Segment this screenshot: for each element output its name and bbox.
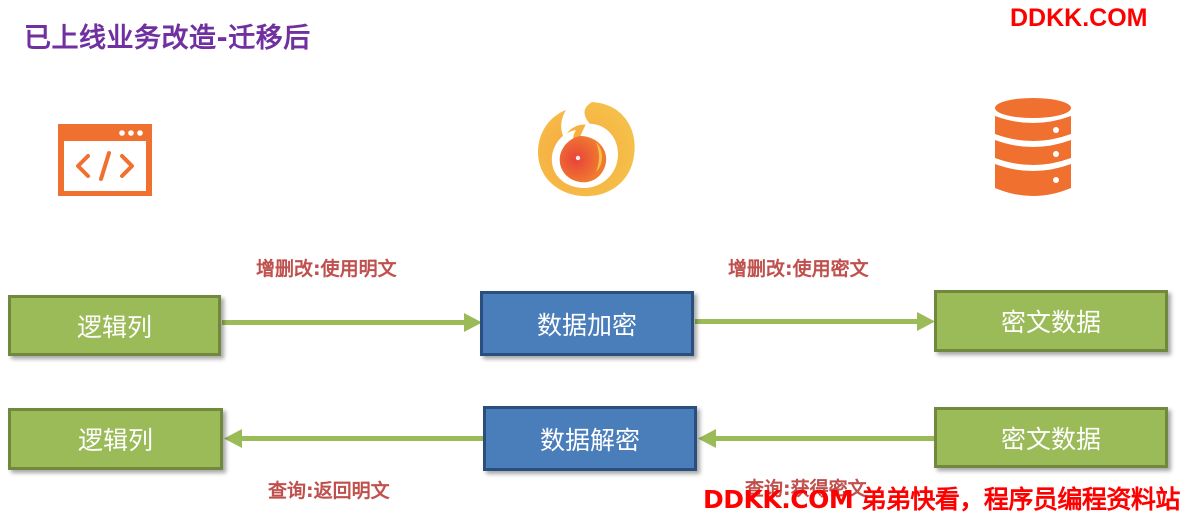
arrow-read-left [240, 436, 484, 441]
label-read-plaintext: 查询:返回明文 [268, 480, 390, 502]
cipher-data-box-read: 密文数据 [934, 407, 1168, 468]
code-window-icon [58, 124, 152, 196]
arrow-write-right [695, 319, 919, 324]
logical-column-box-read: 逻辑列 [8, 408, 223, 470]
flame-logo-icon [538, 102, 635, 197]
cipher-data-box-write: 密文数据 [934, 290, 1168, 352]
arrow-write-left [222, 320, 466, 325]
page-title: 已上线业务改造-迁移后 [24, 23, 311, 54]
label-write-ciphertext: 增删改:使用密文 [728, 258, 869, 280]
database-icon [995, 98, 1071, 196]
label-read-ciphertext: 查询:获得密文 [745, 478, 867, 500]
watermark-top: DDKK.COM [1010, 4, 1148, 32]
label-write-plaintext: 增删改:使用明文 [256, 258, 397, 280]
decrypt-box: 数据解密 [483, 406, 697, 471]
watermark-bottom: DDKK.COM 弟弟快看，程序员编程资料站 [703, 485, 1180, 514]
encrypt-box: 数据加密 [480, 291, 694, 356]
logical-column-box-write: 逻辑列 [8, 295, 221, 356]
arrow-read-right [714, 436, 935, 441]
